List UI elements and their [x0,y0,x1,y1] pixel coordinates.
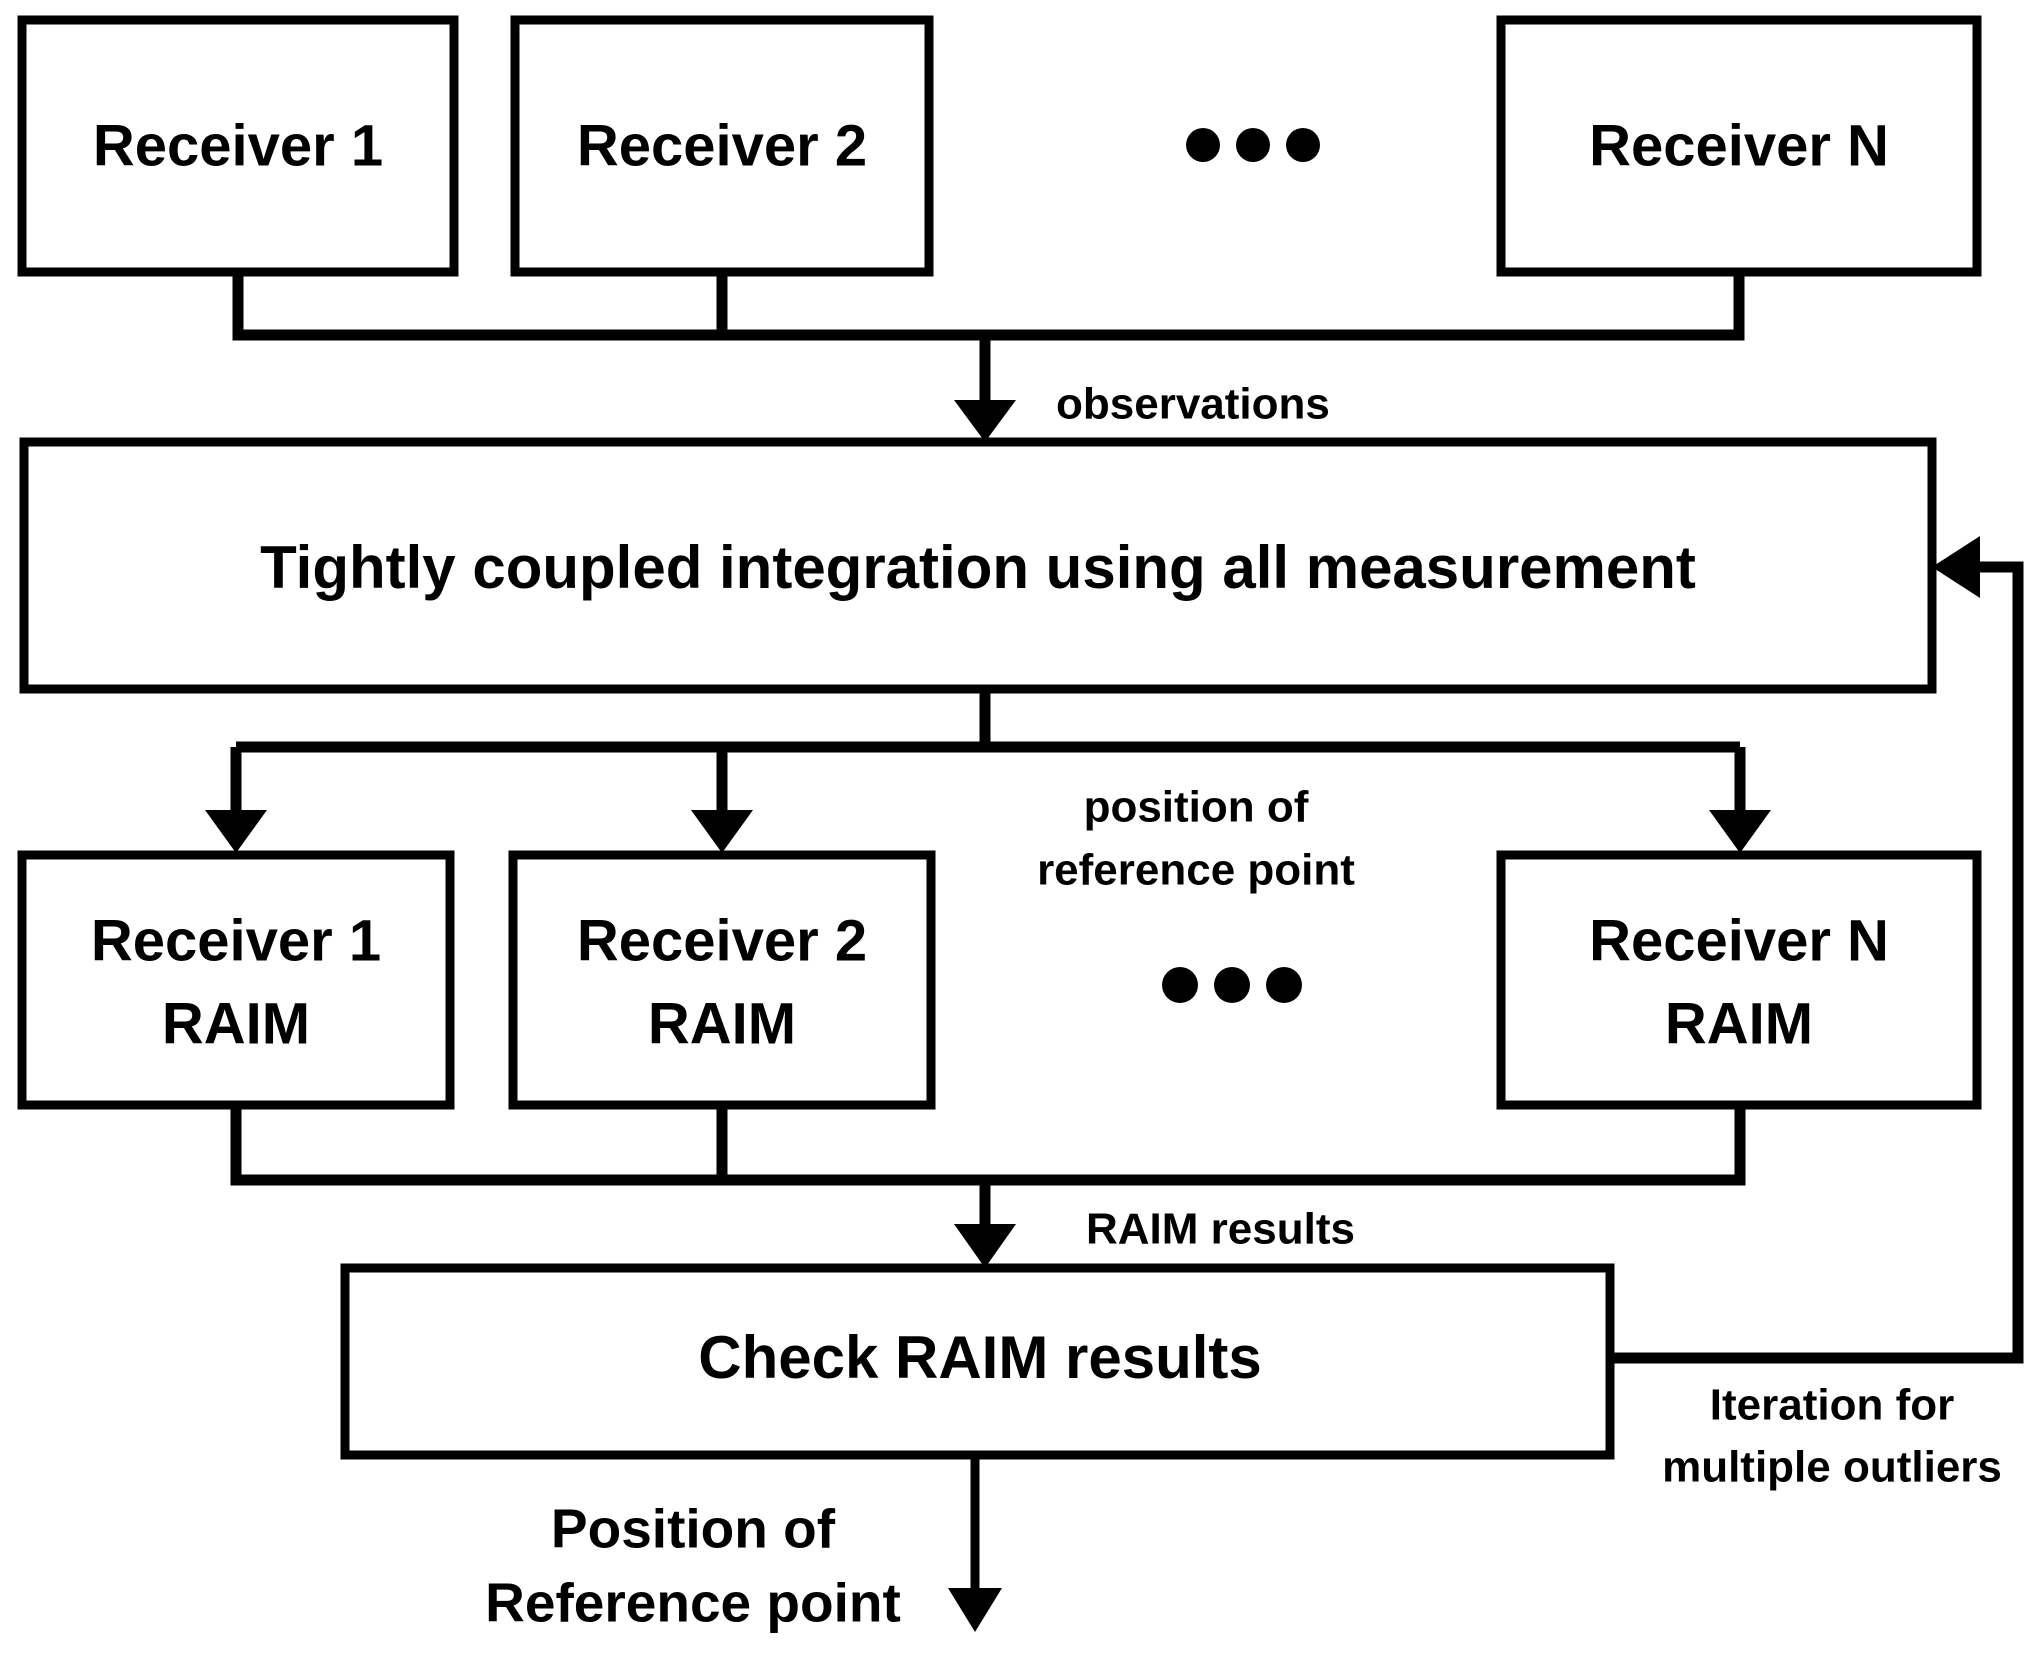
edge-label-raim-results: RAIM results [1086,1205,1355,1254]
node-receiver-n-raim[interactable] [1496,850,1982,1110]
node-receiver-2-raim-label-line2: RAIM [648,991,796,1056]
node-receiver-2[interactable] [510,15,934,277]
node-receiver-n-raim-label-line1: Receiver N [1589,908,1889,973]
edge-label-iteration-line2: multiple outliers [1662,1443,2002,1492]
arrowhead-raim-results [954,1224,1016,1268]
node-receiver-2-raim[interactable] [508,850,936,1110]
ellipsis-top-dot-2 [1236,128,1270,162]
node-tightly-coupled-integration[interactable] [19,437,1937,694]
output-label-line2: Reference point [485,1572,901,1634]
node-tightly-coupled-integration-label: Tightly coupled integration using all me… [260,534,1696,601]
node-receiver-n-label: Receiver N [1589,113,1889,178]
node-receiver-1-raim-label-line1: Receiver 1 [91,908,381,973]
node-receiver-1-raim[interactable] [17,850,455,1110]
node-receiver-1-label: Receiver 1 [93,113,383,178]
node-receiver-1-raim-label-line2: RAIM [162,991,310,1056]
arrowhead-raim-1 [205,810,267,853]
arrowhead-iteration-feedback [1932,536,1980,598]
edge-label-position-line2: reference point [1037,846,1355,895]
node-receiver-1[interactable] [17,15,459,277]
arrowhead-final-output [948,1588,1002,1632]
ellipsis-middle-dot-1 [1162,967,1198,1003]
output-label-line1: Position of [551,1498,836,1560]
ellipsis-middle-dot-3 [1266,967,1302,1003]
node-receiver-2-raim-label-line1: Receiver 2 [577,908,867,973]
arrowhead-raim-n [1709,810,1771,853]
arrowhead-observations [954,400,1016,442]
node-check-raim-results-label: Check RAIM results [698,1324,1262,1391]
edge-label-iteration-line1: Iteration for [1710,1381,1954,1430]
edge-label-observations: observations [1056,380,1330,429]
node-receiver-2-label: Receiver 2 [577,113,867,178]
ellipsis-middle-dot-2 [1214,967,1250,1003]
arrowhead-raim-2 [691,810,753,853]
edge-receivers-bus [232,272,1745,341]
edge-raim-results-bus [230,1105,1746,1186]
node-receiver-n-raim-label-line2: RAIM [1665,991,1813,1056]
ellipsis-top-dot-1 [1186,128,1220,162]
edge-iteration-feedback [1610,561,2024,1364]
ellipsis-top-dot-3 [1286,128,1320,162]
edge-label-position-line1: position of [1084,783,1309,832]
